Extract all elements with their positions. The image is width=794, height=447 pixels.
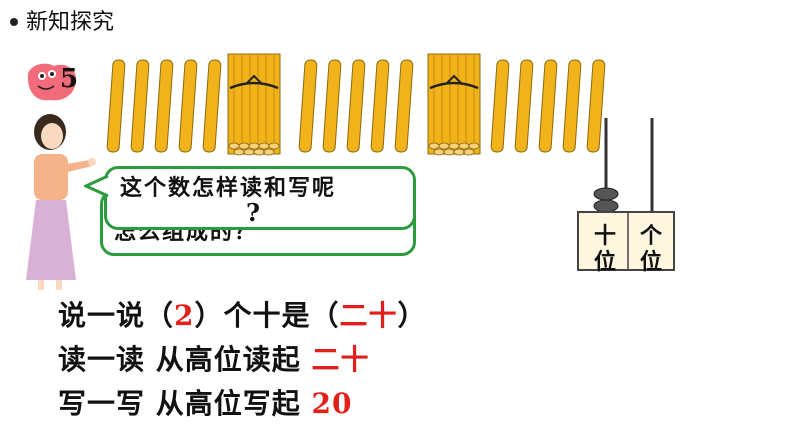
- stick: [490, 59, 510, 153]
- read-answer: 二十: [311, 343, 370, 376]
- stick: [394, 59, 414, 153]
- abacus-icon: [577, 118, 675, 271]
- bullet-dot: [10, 18, 18, 26]
- tens-beads: [593, 187, 619, 213]
- stick: [202, 59, 222, 153]
- ones-place-label-bottom: 位: [640, 249, 663, 275]
- say-blank-count: 2: [174, 299, 195, 332]
- stick: [106, 59, 126, 153]
- stick: [130, 59, 150, 153]
- say-suffix: ）: [397, 299, 427, 332]
- stick: [562, 59, 582, 153]
- stick: [298, 59, 318, 153]
- stick: [178, 59, 198, 153]
- say-blank-value: 二十: [339, 299, 398, 332]
- example-badge-icon: [27, 63, 77, 101]
- line-write: 写一写 从高位写起 20: [58, 382, 353, 422]
- stick: [154, 59, 174, 153]
- speech-bubble-tail-icon: [84, 174, 109, 198]
- line-say: 说一说（2）个十是（二十）: [58, 294, 427, 334]
- ones-place-label-top: 个: [640, 223, 663, 249]
- say-prefix: 说一说（: [58, 299, 175, 332]
- write-rule: 从高位写起: [155, 387, 301, 420]
- tens-place-label-top: 十: [594, 223, 617, 249]
- stick: [322, 59, 342, 153]
- stick: [514, 59, 534, 153]
- line-read: 读一读 从高位读起 二十: [58, 338, 370, 378]
- teacher-illustration-icon: [26, 114, 96, 290]
- stick: [346, 59, 366, 153]
- read-rule: 从高位读起: [155, 343, 301, 376]
- write-label: 写一写: [58, 387, 146, 420]
- speech-bubble-front: [104, 166, 416, 230]
- question-mark: ?: [246, 198, 261, 227]
- read-label: 读一读: [58, 343, 146, 376]
- stick: [538, 59, 558, 153]
- speech-bubble-front-text: 这个数怎样读和写呢: [120, 175, 337, 201]
- example-number: 5: [60, 64, 79, 94]
- tens-place-label-bottom: 位: [594, 249, 617, 275]
- stick-bundle: [227, 53, 281, 156]
- section-title: 新知探究: [26, 10, 115, 35]
- stick: [586, 59, 606, 153]
- write-answer: 20: [311, 387, 353, 420]
- say-middle: ）个十是（: [194, 299, 340, 332]
- stick: [370, 59, 390, 153]
- abacus-bead: [593, 187, 619, 201]
- stick-row: [106, 59, 606, 153]
- abacus-bead: [593, 199, 619, 213]
- stick-bundle: [427, 53, 481, 156]
